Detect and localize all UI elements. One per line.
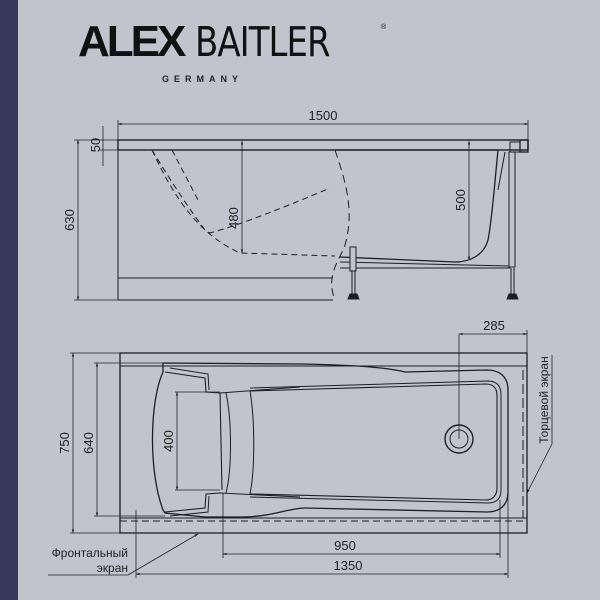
dim-length-1350: 1350 [334, 558, 363, 573]
dim-height-630: 630 [62, 209, 77, 231]
side-rim [117, 139, 529, 151]
side-accent-strip [0, 0, 18, 600]
side-view-dimensions [74, 120, 529, 301]
front-panel-label-line1: Фронтальный [52, 546, 128, 560]
dim-depth-480: 480 [226, 207, 241, 229]
dim-width-640: 640 [81, 432, 96, 454]
dim-length-950: 950 [334, 538, 356, 553]
dim-length-1500: 1500 [309, 108, 338, 123]
side-view [117, 139, 529, 301]
front-panel-label-line2: экран [97, 561, 128, 575]
top-view [119, 352, 528, 534]
dim-rim-50: 50 [88, 138, 103, 152]
registered-mark: ® [381, 24, 387, 31]
outer-rim [119, 352, 528, 534]
headrest-contour [151, 149, 331, 234]
brand-name: ALEX BAITLER ® [78, 17, 386, 66]
outer-bowl [151, 362, 509, 518]
brand-name-bold: ALEX [78, 17, 186, 66]
top-view-dimensions [48, 330, 553, 578]
dim-depth-500: 500 [453, 189, 468, 211]
brand-name-light: BAITLER [195, 18, 331, 66]
dim-drain-285: 285 [483, 318, 505, 333]
inner-basin [249, 383, 498, 501]
brand-subtitle: GERMANY [162, 74, 244, 84]
dim-width-400: 400 [161, 430, 176, 452]
end-panel-label: Торцевой экран [537, 356, 551, 443]
tub-body [335, 149, 499, 263]
dim-width-750: 750 [57, 432, 72, 454]
